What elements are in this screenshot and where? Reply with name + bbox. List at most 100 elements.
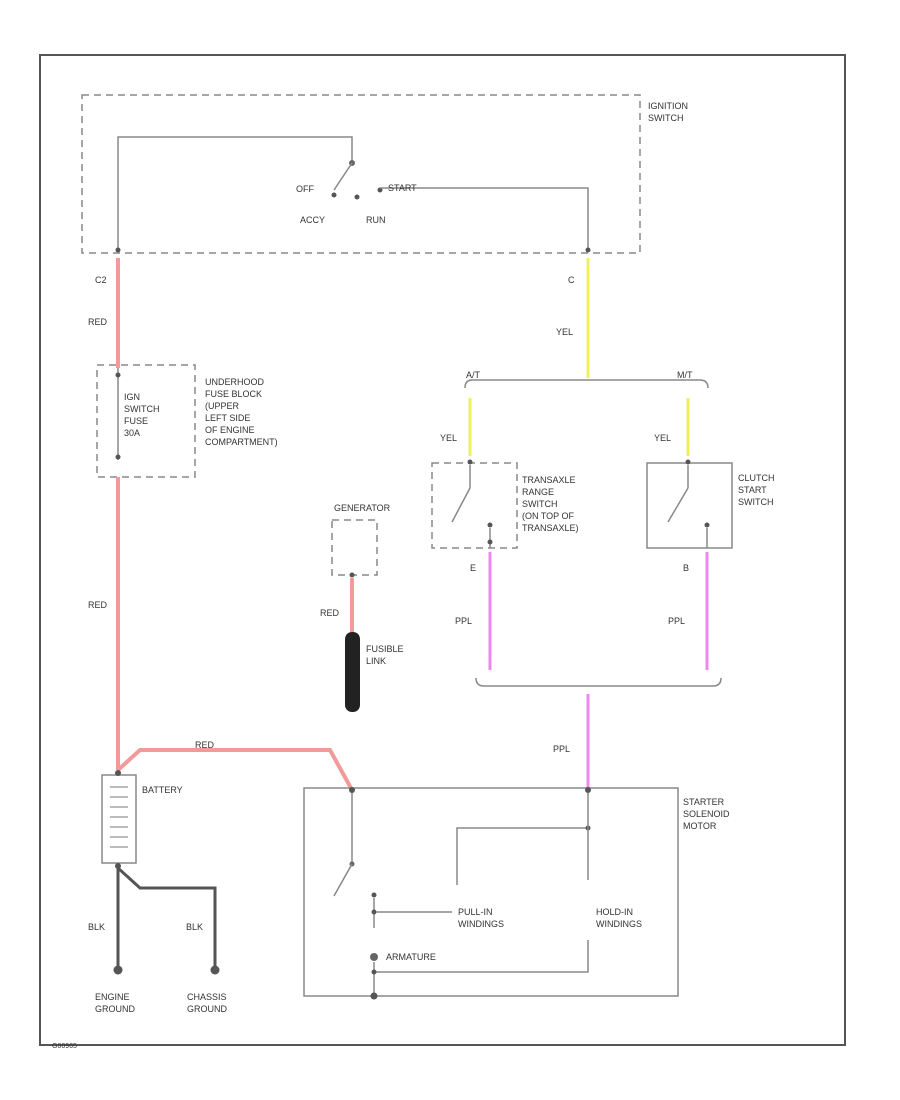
armature-junction xyxy=(371,969,377,975)
range-switch-contact xyxy=(487,522,493,528)
fuse-block-desc-1: UNDERHOOD xyxy=(205,377,265,387)
battery-box xyxy=(101,774,137,864)
ignition-contact-run xyxy=(354,194,360,200)
at-option-label: A/T xyxy=(466,370,481,380)
generator-box xyxy=(331,519,378,576)
clutch-switch-contact xyxy=(704,522,710,528)
starter-label-1: STARTER xyxy=(683,797,725,807)
acc-position-label: ACCY xyxy=(300,215,325,225)
armature-symbol xyxy=(370,953,378,961)
fuse-block-desc-5: OF ENGINE xyxy=(205,425,255,435)
ignition-switch-blade xyxy=(333,162,353,191)
ignition-contact-off xyxy=(331,192,337,198)
transmission-option-bracket xyxy=(464,379,709,389)
range-switch-output-pin xyxy=(487,539,493,545)
start-position-label: START xyxy=(388,183,417,193)
pull-in-junction xyxy=(371,909,377,915)
starter-solenoid-motor-box xyxy=(303,787,679,997)
underhood-fuse-block-box xyxy=(96,364,196,478)
fuse-block-desc-2: FUSE BLOCK xyxy=(205,389,262,399)
ignition-feed-wire xyxy=(117,136,353,250)
starter-label-3: MOTOR xyxy=(683,821,717,831)
chassis-ground-label-2: GROUND xyxy=(187,1004,227,1014)
purple-wire-label-main: PPL xyxy=(553,744,570,754)
range-switch-label-5: TRANSAXLE) xyxy=(522,523,579,533)
fuse-block-desc-4: LEFT SIDE xyxy=(205,413,250,423)
chassis-ground-label-1: CHASSIS xyxy=(187,992,227,1002)
range-switch-label-3: SWITCH xyxy=(522,499,558,509)
engine-ground-label-1: ENGINE xyxy=(95,992,130,1002)
ignition-switch-box xyxy=(81,94,641,254)
red-wire-label-battery: RED xyxy=(195,740,215,750)
black-wire-label-engine: BLK xyxy=(88,922,105,932)
pull-in-windings-path xyxy=(456,827,588,885)
black-wire-label-chassis: BLK xyxy=(186,922,203,932)
engine-ground-point xyxy=(113,965,123,975)
range-switch-input-pin xyxy=(467,459,473,465)
battery-cells xyxy=(110,786,128,848)
solenoid-contact xyxy=(371,892,377,898)
connector-c-pin xyxy=(585,247,591,253)
yellow-wire-label-at: YEL xyxy=(440,433,457,443)
diagram-code-label: G00965 xyxy=(52,1043,77,1050)
hold-in-windings-label-1: HOLD-IN xyxy=(596,907,633,917)
purple-splice-bracket xyxy=(475,677,722,687)
generator-label: GENERATOR xyxy=(334,503,391,513)
fuse-label-4: 30A xyxy=(124,428,140,438)
connector-c2-label: C2 xyxy=(95,275,107,285)
fusible-link-label-1: FUSIBLE xyxy=(366,644,404,654)
starter-label-2: SOLENOID xyxy=(683,809,730,819)
yellow-wire-label-main: YEL xyxy=(556,327,573,337)
fuse-label-3: FUSE xyxy=(124,416,148,426)
connector-c-label: C xyxy=(568,275,575,285)
fuse-block-desc-3: (UPPER xyxy=(205,401,240,411)
ignition-switch-label-1: IGNITION xyxy=(648,101,688,111)
fuse-top-pin xyxy=(115,372,121,378)
starter-case-ground xyxy=(370,992,378,1000)
clutch-switch-pin-b-label: B xyxy=(683,563,689,573)
black-wire-chassis-ground xyxy=(116,866,217,968)
fuse-bottom-pin xyxy=(115,454,121,460)
range-switch-label-4: (ON TOP OF xyxy=(522,511,575,521)
ignition-switch-label-2: SWITCH xyxy=(648,113,684,123)
off-position-label: OFF xyxy=(296,184,314,194)
hold-in-windings-label-2: WINDINGS xyxy=(596,919,642,929)
diagram-frame xyxy=(39,54,846,1046)
clutch-switch-blade xyxy=(667,487,689,523)
solenoid-battery-terminal xyxy=(349,787,355,793)
red-wire-label-generator: RED xyxy=(320,608,340,618)
battery-positive-terminal xyxy=(115,770,121,776)
battery-label: BATTERY xyxy=(142,785,183,795)
purple-wire-label-mt: PPL xyxy=(668,616,685,626)
fuse-block-desc-6: COMPARTMENT) xyxy=(205,437,278,447)
clutch-switch-input-pin xyxy=(685,459,691,465)
clutch-switch-label-1: CLUTCH xyxy=(738,473,775,483)
start-output-wire xyxy=(380,187,589,248)
fusible-link xyxy=(345,632,360,712)
armature-label: ARMATURE xyxy=(386,952,436,962)
clutch-start-switch-box xyxy=(646,462,733,549)
clutch-switch-label-2: START xyxy=(738,485,767,495)
clutch-switch-label-3: SWITCH xyxy=(738,497,774,507)
range-switch-pin-e-label: E xyxy=(470,563,476,573)
range-switch-label-2: RANGE xyxy=(522,487,554,497)
yellow-wire-label-mt: YEL xyxy=(654,433,671,443)
pull-in-windings-label-2: WINDINGS xyxy=(458,919,504,929)
range-switch-blade xyxy=(451,487,471,523)
purple-wire-label-at: PPL xyxy=(455,616,472,626)
fuse-label-2: SWITCH xyxy=(124,404,160,414)
hold-in-ground-path xyxy=(374,940,589,973)
connector-c2-pin xyxy=(115,247,121,253)
pull-in-windings-label-1: PULL-IN xyxy=(458,907,493,917)
chassis-ground-point xyxy=(210,965,220,975)
run-position-label: RUN xyxy=(366,215,386,225)
engine-ground-label-2: GROUND xyxy=(95,1004,135,1014)
fuse-label-1: IGN xyxy=(124,392,140,402)
mt-option-label: M/T xyxy=(677,370,693,380)
range-switch-label-1: TRANSAXLE xyxy=(522,475,576,485)
solenoid-s-terminal xyxy=(585,787,591,793)
fusible-link-label-2: LINK xyxy=(366,656,386,666)
red-wire-label-2: RED xyxy=(88,600,108,610)
red-wire-label-1: RED xyxy=(88,317,108,327)
